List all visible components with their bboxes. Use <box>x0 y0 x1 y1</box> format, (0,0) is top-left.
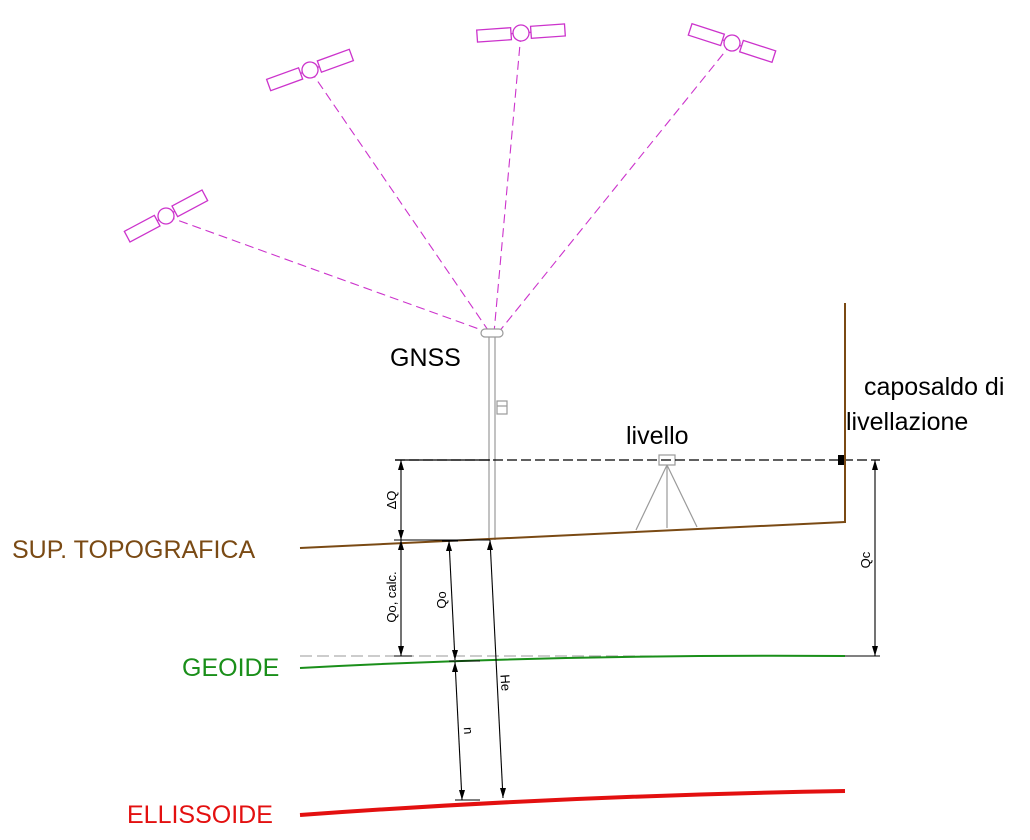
signal-line <box>497 42 733 334</box>
he-label: He <box>497 674 513 692</box>
qo-label: Qo <box>434 591 449 608</box>
level-instrument <box>635 454 698 531</box>
satellite-icon <box>265 48 355 92</box>
livello-label: livello <box>626 422 689 450</box>
satellite-icon <box>475 23 567 43</box>
gnss-antenna <box>480 328 504 338</box>
satellite-icon <box>123 189 209 243</box>
sup-topografica-label: SUP. TOPOGRAFICA <box>12 536 255 564</box>
tripod-leg <box>666 464 698 528</box>
arrow-heads <box>398 460 878 800</box>
gnss-label: GNSS <box>390 344 461 372</box>
topographic-surface <box>299 521 846 549</box>
ellissoide-label: ELLISSOIDE <box>127 801 273 829</box>
signal-line <box>165 215 491 334</box>
ellipsoid-surface <box>299 789 846 817</box>
caposaldo-label-line1: caposaldo di <box>864 373 1004 401</box>
delta-q-label: ΔQ <box>384 491 399 510</box>
benchmark-marker <box>838 455 844 465</box>
signal-lines <box>165 32 733 334</box>
satellite-icon <box>687 22 777 64</box>
signal-line <box>493 32 522 334</box>
geoide-label: GEOIDE <box>182 654 279 682</box>
geoid-surface <box>299 654 846 669</box>
n-label: n <box>461 727 476 735</box>
caposaldo-label-line2: livellazione <box>846 408 968 436</box>
signal-line <box>309 69 491 334</box>
dimension-lines <box>394 460 880 801</box>
tripod-leg <box>635 464 668 531</box>
qc-label: Qc <box>858 551 873 568</box>
gnss-controller <box>496 400 508 415</box>
gnss-receiver <box>480 328 508 540</box>
qo-calc-label: Qo, calc. <box>384 571 399 622</box>
